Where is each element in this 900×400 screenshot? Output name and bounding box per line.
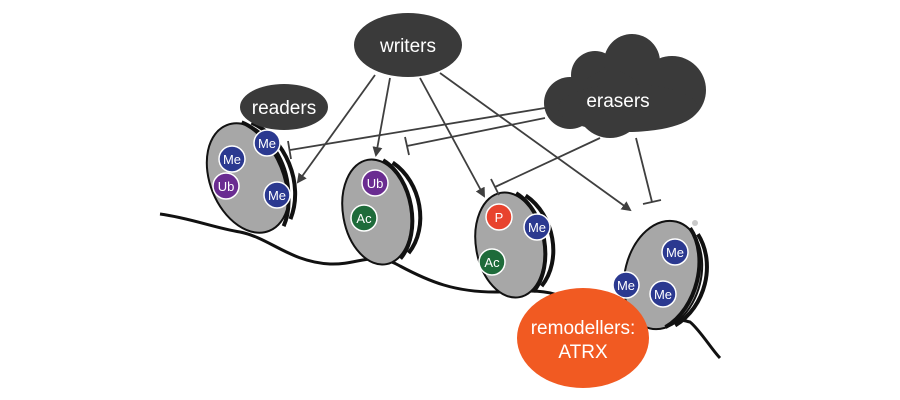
- ub-mark-icon: Ub: [361, 169, 389, 197]
- erasers-label: erasers: [586, 91, 649, 112]
- svg-text:Ac: Ac: [356, 211, 372, 226]
- me-mark-icon: Me: [649, 280, 677, 308]
- me-mark-icon: Me: [263, 181, 291, 209]
- svg-text:Me: Me: [223, 152, 241, 167]
- svg-text:Me: Me: [268, 188, 286, 203]
- nucleosome-3: [474, 191, 556, 299]
- svg-text:Ac: Ac: [484, 255, 500, 270]
- erasers-inhibitor-1: [287, 107, 546, 160]
- small-dot: [692, 220, 698, 226]
- svg-text:Me: Me: [617, 278, 635, 293]
- remodellers-label: remodellers:: [531, 318, 636, 339]
- p-mark-icon: P: [485, 203, 513, 231]
- me-mark-icon: Me: [661, 238, 689, 266]
- svg-text:P: P: [495, 210, 504, 225]
- svg-text:Me: Me: [258, 136, 276, 151]
- erasers-cloud: erasers: [544, 34, 706, 138]
- me-mark-icon: Me: [253, 129, 281, 157]
- svg-text:Ub: Ub: [367, 176, 384, 191]
- readers-bubble: readers: [240, 84, 328, 130]
- ub-mark-icon: Ub: [212, 172, 240, 200]
- readers-label: readers: [252, 98, 316, 119]
- remodellers-bubble: remodellers: ATRX: [517, 288, 649, 388]
- ac-mark-icon: Ac: [350, 204, 378, 232]
- erasers-inhibitor-2: [404, 117, 546, 156]
- writers-label: writers: [379, 36, 436, 57]
- writers-arrow-4: [439, 72, 632, 212]
- me-mark-icon: Me: [612, 271, 640, 299]
- me-mark-icon: Me: [218, 145, 246, 173]
- writers-arrow-1: [296, 74, 376, 184]
- erasers-inhibitor-3: [490, 137, 601, 196]
- ac-mark-icon: Ac: [478, 248, 506, 276]
- writers-arrow-2: [372, 77, 391, 157]
- remodellers-atrx-label: ATRX: [558, 342, 608, 363]
- svg-text:Me: Me: [528, 220, 546, 235]
- svg-text:Me: Me: [666, 245, 684, 260]
- erasers-inhibitor-4: [635, 137, 662, 205]
- svg-text:Me: Me: [654, 287, 672, 302]
- svg-text:Ub: Ub: [218, 179, 235, 194]
- me-mark-icon: Me: [523, 213, 551, 241]
- nucleosome-2: [341, 158, 423, 266]
- writers-bubble: writers: [354, 13, 462, 77]
